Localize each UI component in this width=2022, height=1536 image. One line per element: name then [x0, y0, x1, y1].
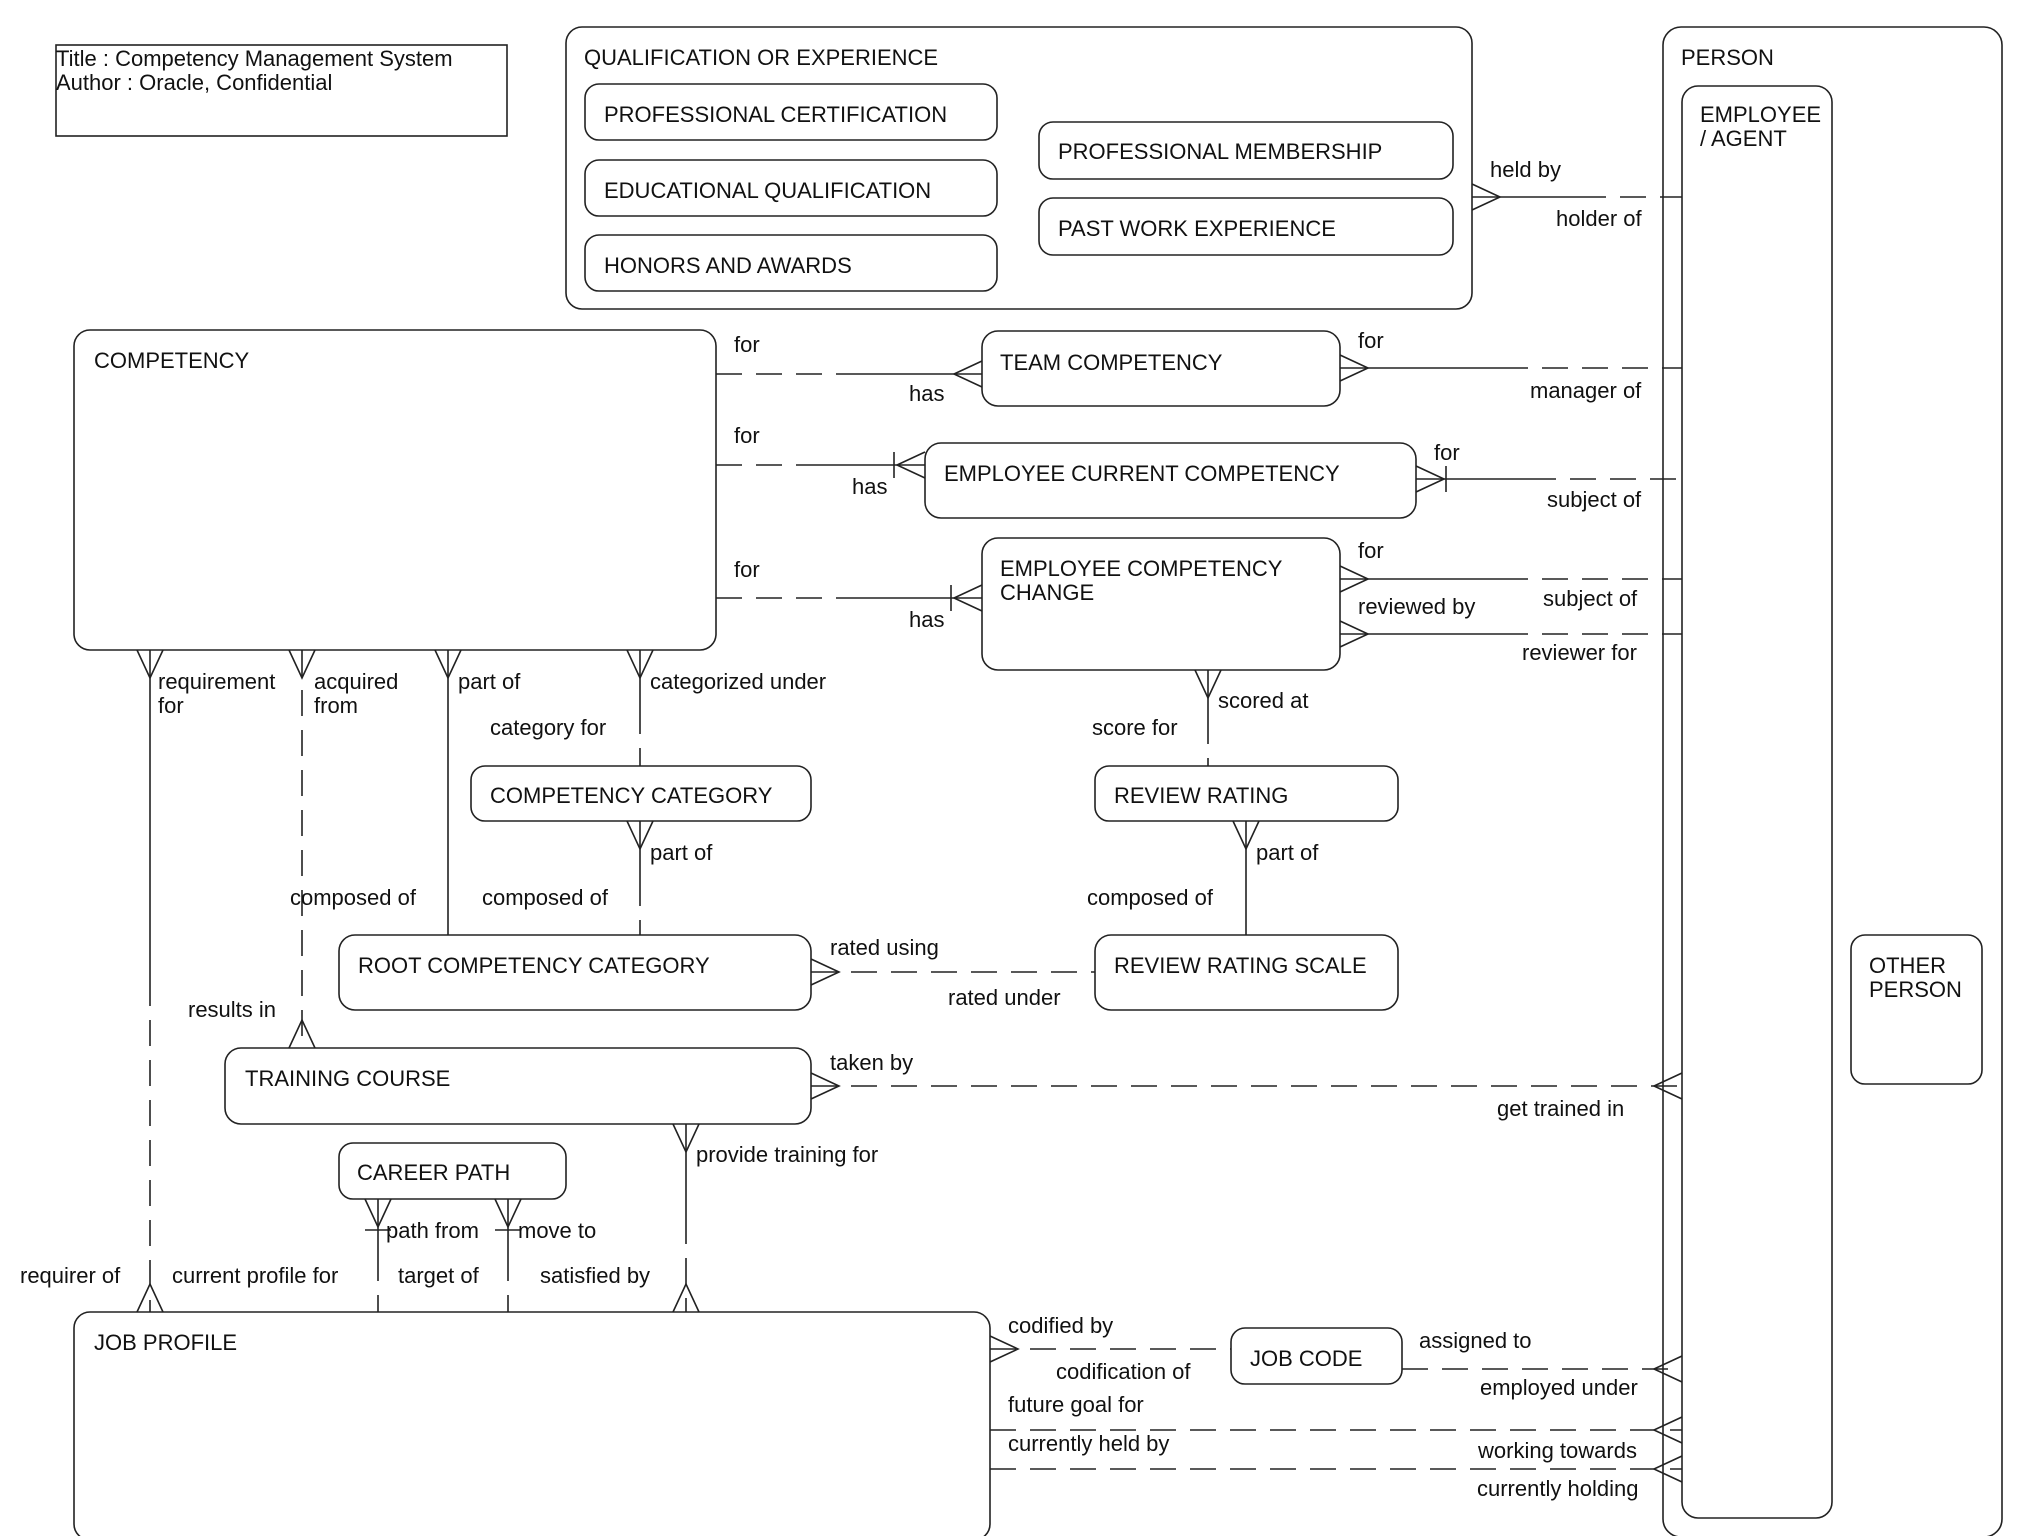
past-work-experience-label: PAST WORK EXPERIENCE — [1058, 216, 1336, 241]
job-code-entity — [1230, 1327, 1403, 1385]
employee-agent-entity — [1681, 85, 1833, 1519]
role-label: target of — [398, 1263, 480, 1288]
role-label: for — [1358, 328, 1384, 353]
role-label: for — [1358, 538, 1384, 563]
honors-and-awards-entity — [584, 234, 998, 292]
role-label: rated using — [830, 935, 939, 960]
professional-membership-label: PROFESSIONAL MEMBERSHIP — [1058, 139, 1382, 164]
role-label: currently held by — [1008, 1431, 1169, 1456]
role-label: move to — [518, 1218, 596, 1243]
role-label: working towards — [1477, 1438, 1637, 1463]
employee-current-competency-label: EMPLOYEE CURRENT COMPETENCY — [944, 461, 1340, 486]
role-label: subject of — [1547, 487, 1642, 512]
review-rating-scale-label: REVIEW RATING SCALE — [1114, 953, 1367, 978]
role-label: results in — [188, 997, 276, 1022]
role-label: satisfied by — [540, 1263, 650, 1288]
role-label: rated under — [948, 985, 1061, 1010]
role-label: acquired — [314, 669, 398, 694]
person-label: PERSON — [1681, 45, 1774, 70]
role-label: for — [1434, 440, 1460, 465]
author-line: Author : Oracle, Confidential — [56, 70, 332, 95]
training-course-label: TRAINING COURSE — [245, 1066, 450, 1091]
review-rating-label: REVIEW RATING — [1114, 783, 1288, 808]
professional-certification-label: PROFESSIONAL CERTIFICATION — [604, 102, 947, 127]
professional-certification-entity — [584, 83, 998, 141]
role-label: part of — [458, 669, 521, 694]
role-label: composed of — [482, 885, 609, 910]
career-path-label: CAREER PATH — [357, 1160, 510, 1185]
title-box — [55, 44, 508, 137]
qualification-or-experience-label: QUALIFICATION OR EXPERIENCE — [584, 45, 938, 70]
relationship-lines — [136, 183, 1683, 1483]
professional-membership-entity — [1038, 121, 1454, 180]
employee-agent-label-line1: EMPLOYEE — [1700, 102, 1821, 127]
role-label: from — [314, 693, 358, 718]
role-label: composed of — [290, 885, 417, 910]
role-label: composed of — [1087, 885, 1214, 910]
role-label: for — [734, 423, 760, 448]
educational-qualification-entity — [584, 159, 998, 217]
educational-qualification-label: EDUCATIONAL QUALIFICATION — [604, 178, 931, 203]
role-label: subject of — [1543, 586, 1638, 611]
employee-competency-change-entity — [981, 537, 1341, 671]
role-label: for — [734, 332, 760, 357]
role-label: codification of — [1056, 1359, 1191, 1384]
employee-competency-change-label-line1: EMPLOYEE COMPETENCY — [1000, 556, 1283, 581]
role-label: requirement — [158, 669, 275, 694]
role-label: future goal for — [1008, 1392, 1144, 1417]
root-competency-category-label: ROOT COMPETENCY CATEGORY — [358, 953, 710, 978]
competency-label: COMPETENCY — [94, 348, 250, 373]
role-label: taken by — [830, 1050, 913, 1075]
role-label: current profile for — [172, 1263, 338, 1288]
honors-and-awards-label: HONORS AND AWARDS — [604, 253, 852, 278]
job-profile-label: JOB PROFILE — [94, 1330, 237, 1355]
team-competency-label: TEAM COMPETENCY — [1000, 350, 1223, 375]
role-label: category for — [490, 715, 606, 740]
other-person-label-line1: OTHER — [1869, 953, 1946, 978]
role-label: holder of — [1556, 206, 1643, 231]
role-label: assigned to — [1419, 1328, 1532, 1353]
competency-entity — [73, 329, 717, 651]
role-label: categorized under — [650, 669, 826, 694]
job-profile-entity — [73, 1311, 991, 1536]
role-label: codified by — [1008, 1313, 1113, 1338]
role-label: currently holding — [1477, 1476, 1638, 1501]
role-label: part of — [1256, 840, 1319, 865]
role-label: manager of — [1530, 378, 1642, 403]
role-label: requirer of — [20, 1263, 121, 1288]
role-label: score for — [1092, 715, 1178, 740]
employee-current-competency-entity — [924, 442, 1417, 519]
role-label: has — [852, 474, 887, 499]
role-label: for — [734, 557, 760, 582]
past-work-experience-entity — [1038, 197, 1454, 256]
role-label: has — [909, 381, 944, 406]
role-label: employed under — [1480, 1375, 1638, 1400]
career-path-entity — [338, 1142, 567, 1200]
role-label: scored at — [1218, 688, 1309, 713]
role-label: part of — [650, 840, 713, 865]
competency-category-label: COMPETENCY CATEGORY — [490, 783, 773, 808]
employee-agent-label-line2: / AGENT — [1700, 126, 1787, 151]
other-person-entity — [1850, 934, 1983, 1085]
employee-competency-change-label-line2: CHANGE — [1000, 580, 1094, 605]
role-label: reviewed by — [1358, 594, 1475, 619]
other-person-label-line2: PERSON — [1869, 977, 1962, 1002]
role-label: for — [158, 693, 184, 718]
title-line: Title : Competency Management System — [56, 46, 453, 71]
role-label: held by — [1490, 157, 1561, 182]
competency-category-entity — [470, 765, 812, 822]
job-code-label: JOB CODE — [1250, 1346, 1362, 1371]
role-label: provide training for — [696, 1142, 878, 1167]
role-label: reviewer for — [1522, 640, 1637, 665]
role-label: path from — [386, 1218, 479, 1243]
role-label: has — [909, 607, 944, 632]
role-label: get trained in — [1497, 1096, 1624, 1121]
